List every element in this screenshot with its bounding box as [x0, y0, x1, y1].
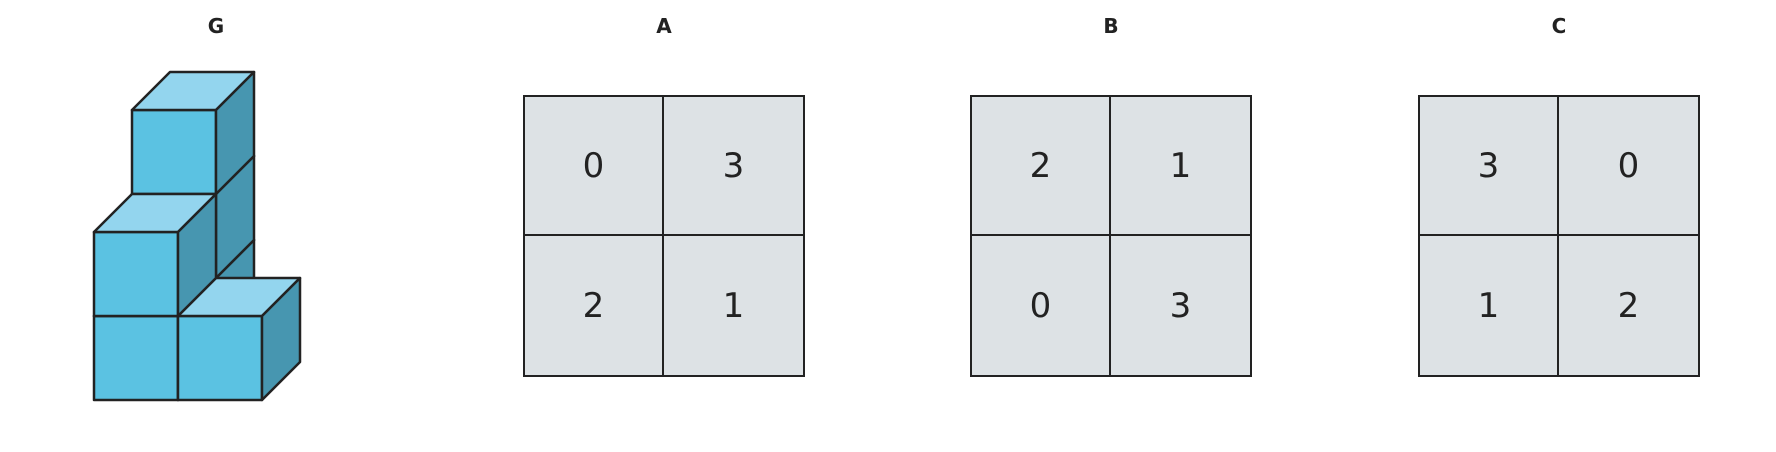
- grid-cell: 0: [972, 236, 1111, 375]
- cube-face: [214, 70, 256, 196]
- option-c-label: C: [1551, 14, 1567, 38]
- option-a-grid: 0 3 2 1: [523, 95, 805, 377]
- cube-face: [176, 192, 218, 318]
- figure-g-panel: G: [0, 0, 432, 452]
- cube-face: [176, 314, 264, 402]
- grid-cell: 1: [722, 285, 745, 326]
- grid-cell: 1: [1111, 97, 1250, 236]
- grid-cell: 3: [1420, 97, 1559, 236]
- cube-stack-figure: [92, 70, 302, 402]
- option-c-grid: 3 0 1 2: [1418, 95, 1700, 377]
- grid-cell: 0: [1559, 97, 1698, 236]
- figure-g-label: G: [207, 14, 225, 38]
- grid-cell: 2: [1617, 285, 1640, 326]
- grid-cell: 3: [1169, 285, 1192, 326]
- grid-cell: 2: [972, 97, 1111, 236]
- cube-face: [130, 108, 218, 196]
- option-b-label: B: [1103, 14, 1119, 38]
- option-c-panel: C 3 0 1 2: [1418, 0, 1700, 452]
- grid-cell: 3: [664, 97, 803, 236]
- cube-face: [92, 314, 180, 402]
- grid-cell: 2: [525, 236, 664, 375]
- grid-cell: 1: [1420, 236, 1559, 375]
- cube-face: [260, 276, 302, 402]
- grid-cell: 0: [525, 97, 664, 236]
- option-b-grid: 2 1 0 3: [970, 95, 1252, 377]
- option-b-panel: B 2 1 0 3: [970, 0, 1252, 452]
- cube-face: [92, 230, 180, 318]
- option-a-panel: A 0 3 2 1: [523, 0, 805, 452]
- option-a-label: A: [656, 14, 672, 38]
